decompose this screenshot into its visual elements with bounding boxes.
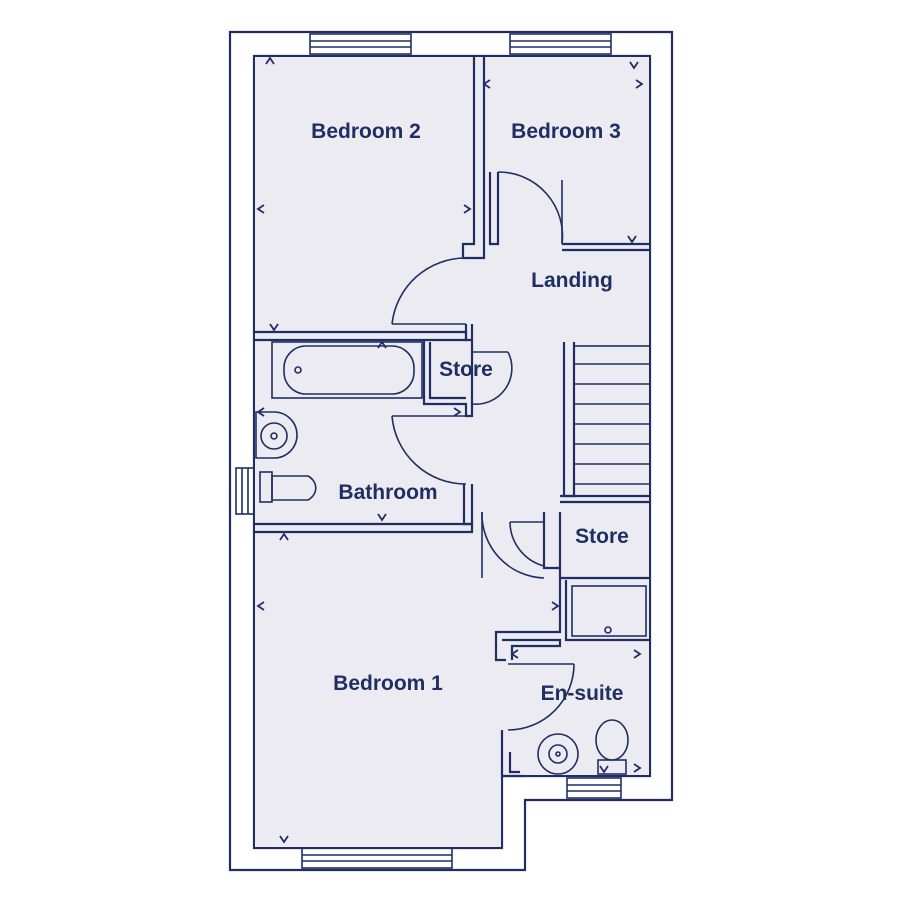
window-bedroom-2: [309, 33, 412, 55]
label-landing: Landing: [531, 269, 613, 292]
door-store-upper: [471, 351, 513, 405]
door-store-lower: [509, 521, 545, 567]
door-bedroom-1: [481, 511, 545, 579]
dimension-markers: [256, 56, 644, 844]
label-bathroom: Bathroom: [338, 481, 437, 504]
window-bedroom-1: [301, 847, 453, 869]
door-en-suite: [507, 663, 575, 731]
doors: [391, 171, 575, 731]
floor-areas: [255, 57, 649, 847]
label-store-upper: Store: [439, 358, 493, 381]
label-bedroom-3: Bedroom 3: [511, 120, 621, 143]
bathroom-toilet: [259, 471, 317, 503]
window-bedroom-3: [509, 33, 612, 55]
window-bathroom: [235, 467, 255, 515]
interior-walls: [254, 56, 650, 778]
label-store-lower: Store: [575, 525, 629, 548]
bath-tub: [271, 341, 423, 399]
door-bathroom: [391, 415, 467, 485]
en-suite-toilet: [595, 719, 629, 775]
door-bedroom-2: [391, 257, 467, 325]
shower-tray: [571, 585, 647, 637]
en-suite-basin: [537, 733, 579, 775]
stairs: [573, 345, 651, 497]
label-bedroom-1: Bedroom 1: [333, 672, 443, 695]
windows: [235, 33, 622, 869]
window-en-suite: [566, 777, 622, 799]
label-bedroom-2: Bedroom 2: [311, 120, 421, 143]
bathroom-basin: [255, 411, 298, 459]
label-en-suite: En-suite: [541, 682, 624, 705]
